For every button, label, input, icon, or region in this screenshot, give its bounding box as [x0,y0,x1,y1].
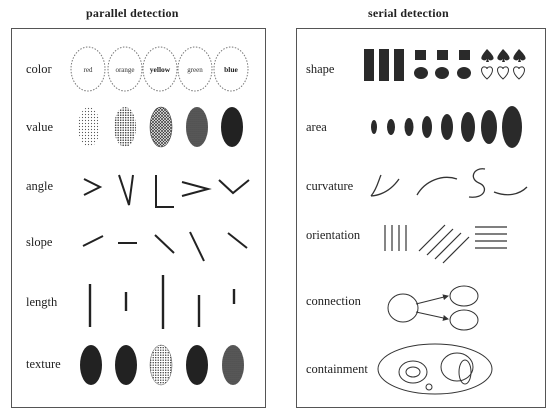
slope-glyphs [82,231,248,262]
shape-bar-2 [379,49,389,81]
curvature-glyphs [370,168,528,198]
row-label-connection: connection [306,294,361,308]
connection-node-top [449,285,479,307]
containment-outer [377,343,493,395]
texture-ellipse-4 [186,345,208,385]
color-swatch-blue: blue [213,46,249,92]
containment-left [398,360,428,384]
row-label-area: area [306,120,327,134]
color-word-red: red [84,66,93,74]
parallel-detection-title: parallel detection [86,6,179,20]
shape-spade-1 [481,49,494,62]
shape-spade-2 [497,49,510,62]
area-ellipse-6 [461,112,475,142]
connection-arrow-bottom [415,311,449,321]
area-glyphs [371,106,522,148]
value-ellipse-1 [78,107,100,147]
row-label-shape: shape [306,62,335,76]
angle-glyph-3 [155,175,174,208]
shape-heart-3 [513,66,525,80]
area-ellipse-2 [387,119,395,135]
connection-node-source [387,293,419,323]
value-ellipse-2 [114,107,136,147]
shape-oval-1 [414,67,428,79]
parallel-glyphs: red orange yellow green blue [70,46,250,386]
area-ellipse-5 [441,114,453,140]
shape-heart-1 [481,66,493,80]
curve-glyph-2 [416,176,458,196]
texture-ellipse-2 [115,345,137,385]
slope-line-3 [154,234,175,254]
color-word-yellow: yellow [150,65,171,74]
heart-glyphs [481,66,525,80]
angle-glyph-4 [181,181,212,197]
value-ellipse-5 [221,107,243,147]
area-ellipse-8 [502,106,522,148]
texture-ellipse-1 [80,345,102,385]
connection-glyphs [387,285,479,331]
serial-glyphs [364,49,528,395]
color-word-blue: blue [224,65,238,74]
containment-right-inner [458,359,472,385]
parallel-detection-panel: color value angle slope length texture [11,28,266,408]
area-ellipse-1 [371,120,377,134]
curve-glyph-3 [468,168,486,198]
color-word-green: green [187,66,203,74]
color-swatch-orange: orange [107,46,143,92]
angle-glyphs [83,174,250,208]
row-label-length: length [26,295,58,309]
shape-oval-2 [435,67,449,79]
length-glyphs [88,275,236,329]
row-label-value: value [26,120,54,134]
slope-line-4 [189,231,205,262]
color-swatch-green: green [177,46,213,92]
row-label-angle: angle [26,179,54,193]
connection-arrow-top [415,294,449,305]
row-label-texture: texture [26,357,61,371]
row-label-curvature: curvature [306,179,354,193]
shape-bar-1 [364,49,374,81]
color-word-orange: orange [115,66,134,74]
shape-square-1 [415,50,426,60]
angle-glyph-5 [218,179,250,195]
orient-diagonal-1 [418,224,446,252]
shape-square-3 [459,50,470,60]
area-ellipse-4 [422,116,432,138]
row-label-slope: slope [26,235,53,249]
color-swatch-yellow: yellow [142,46,178,92]
shape-glyphs [364,49,526,81]
orientation-glyphs [384,224,507,264]
slope-line-1 [82,235,104,247]
curve-glyph-4 [493,186,528,196]
area-ellipse-3 [404,118,414,136]
containment-glyphs [377,343,493,395]
containment-small [425,383,433,391]
connection-node-bottom [449,309,479,331]
shape-oval-3 [457,67,471,79]
slope-line-5 [227,232,248,249]
color-swatch-red: red [70,46,106,92]
row-label-color: color [26,62,52,76]
angle-glyph-2 [118,174,134,206]
value-ellipse-3 [149,106,173,148]
texture-ellipse-3 [149,344,173,386]
serial-detection-panel: shape area curvature orientation connect… [296,28,546,408]
serial-detection-title: serial detection [368,6,449,20]
value-ellipse-4 [186,107,208,147]
containment-left-inner [405,366,421,378]
containment-right [440,352,474,382]
shape-square-2 [437,50,448,60]
texture-ellipse-5 [222,345,244,385]
shape-spade-3 [513,49,526,62]
area-ellipse-7 [481,110,497,144]
shape-bar-3 [394,49,404,81]
row-label-containment: containment [306,362,368,376]
angle-glyph-1 [83,178,103,196]
curve-glyph-1 [370,174,400,197]
row-label-orientation: orientation [306,228,361,242]
shape-heart-2 [497,66,509,80]
